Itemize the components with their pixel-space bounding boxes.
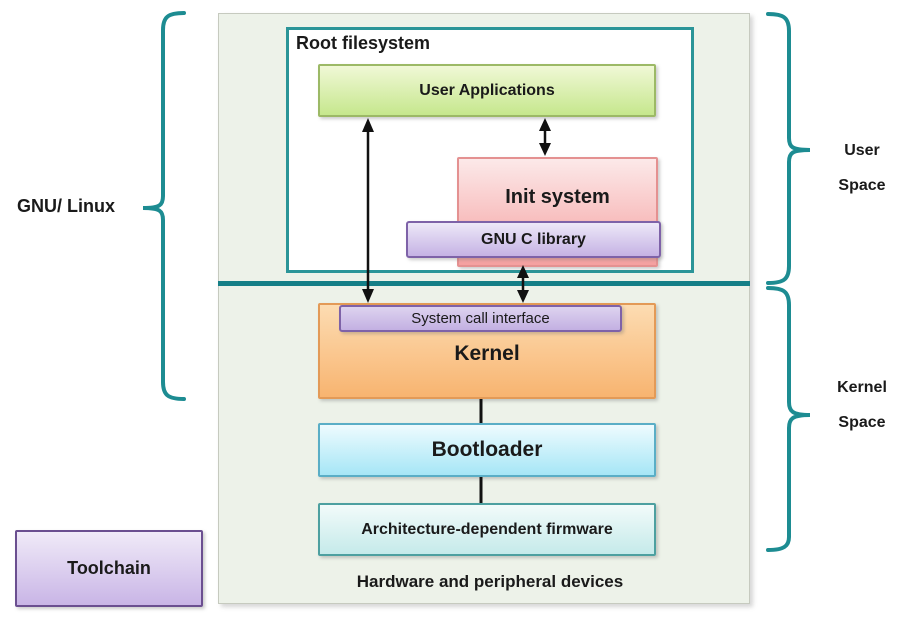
user-space-label-line1: User (844, 142, 880, 159)
toolchain-box: Toolchain (15, 530, 203, 607)
user-space-label: User Space (822, 133, 902, 203)
kernel-space-label: Kernel Space (822, 370, 902, 440)
root-filesystem-label: Root filesystem (296, 33, 431, 53)
bootloader-box: Bootloader (318, 423, 656, 477)
architecture-firmware-box: Architecture-dependent firmware (318, 503, 656, 556)
user-applications-box: User Applications (318, 64, 656, 117)
gnu-linux-brace (142, 11, 186, 401)
user-space-label-line2: Space (838, 177, 886, 194)
kernel-space-label-line2: Space (838, 414, 886, 431)
system-call-interface-box: System call interface (339, 305, 622, 332)
gnu-linux-label: GNU/ Linux (17, 196, 115, 216)
kernel-space-brace (766, 286, 811, 552)
user-kernel-space-separator (218, 281, 750, 286)
gnu-c-library-box: GNU C library (406, 221, 661, 258)
user-space-brace (766, 12, 811, 285)
kernel-space-label-line1: Kernel (837, 379, 887, 396)
hardware-devices-label: Hardware and peripheral devices (356, 572, 624, 591)
